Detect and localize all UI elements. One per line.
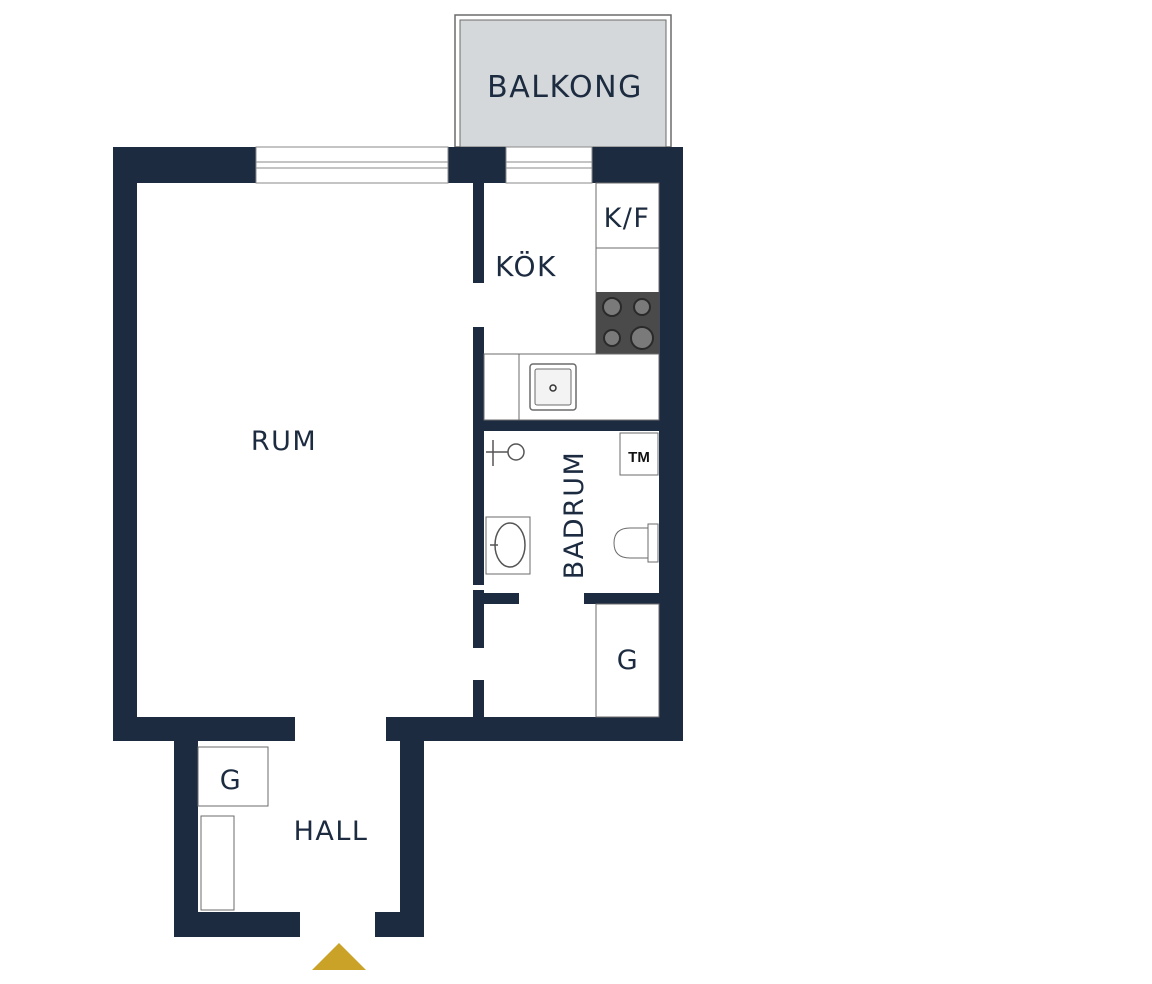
label-living: RUM	[251, 426, 317, 457]
partition-rum-kok-bottom	[473, 327, 484, 585]
shower-icon	[486, 440, 525, 466]
balcony-floor	[459, 19, 667, 148]
label-kitchen: KÖK	[495, 249, 557, 283]
kitchen-fixtures	[483, 182, 660, 421]
washbasin-icon	[485, 516, 531, 575]
label-washer: TM	[628, 449, 650, 466]
wall-top-mid	[448, 147, 506, 183]
washer-box	[619, 432, 659, 476]
wall-left	[113, 147, 137, 741]
partition-badrum-bottom-left	[484, 593, 519, 604]
wall-hall-bottom-right	[375, 912, 424, 937]
sink-inner	[534, 368, 572, 406]
label-wardrobe-bath: G	[617, 645, 639, 676]
partition-rum-hall	[473, 680, 484, 720]
window-living	[255, 146, 449, 184]
stove-burner-1	[602, 297, 622, 317]
toilet-icon	[613, 523, 659, 563]
hall-fixtures	[197, 746, 269, 911]
wall-right	[659, 147, 683, 741]
label-fridge: K/F	[604, 203, 651, 234]
wardrobe-hall-box	[197, 746, 269, 807]
stove-burner-3	[603, 329, 621, 347]
sink-drain	[549, 384, 557, 392]
stove-burner-2	[633, 298, 651, 316]
wall-hall-right	[400, 717, 424, 937]
stove-icon	[596, 292, 659, 354]
stove-burner-4	[630, 326, 654, 350]
balcony	[454, 14, 672, 148]
partition-rum-bath-lower	[473, 590, 484, 648]
toilet-tank	[647, 523, 659, 563]
partition-rum-kok-top	[473, 183, 484, 283]
washbasin-bowl	[494, 522, 526, 568]
wall-hall-left	[174, 717, 198, 937]
window-kitchen	[505, 146, 593, 184]
windows	[255, 146, 593, 184]
wardrobe-bath-box	[595, 603, 660, 718]
entrance-arrow-icon	[312, 943, 366, 970]
partition-kok-badrum	[484, 420, 659, 431]
fridge-box	[595, 182, 660, 249]
label-balcony: BALKONG	[487, 70, 643, 105]
shower-head	[507, 443, 525, 461]
toilet-bowl	[613, 527, 649, 559]
label-hall: HALL	[294, 816, 369, 847]
partition-badrum-bottom-right	[584, 593, 659, 604]
walls	[113, 147, 683, 937]
wall-hall-bottom-left	[174, 912, 300, 937]
bathroom-fixtures	[485, 432, 660, 718]
wall-bottom-left	[113, 717, 295, 741]
sink-icon	[529, 363, 577, 411]
shoe-rack	[200, 815, 235, 911]
label-bathroom: BADRUM	[559, 451, 590, 580]
label-wardrobe-hall: G	[220, 765, 242, 796]
wall-bottom-right	[386, 717, 683, 741]
